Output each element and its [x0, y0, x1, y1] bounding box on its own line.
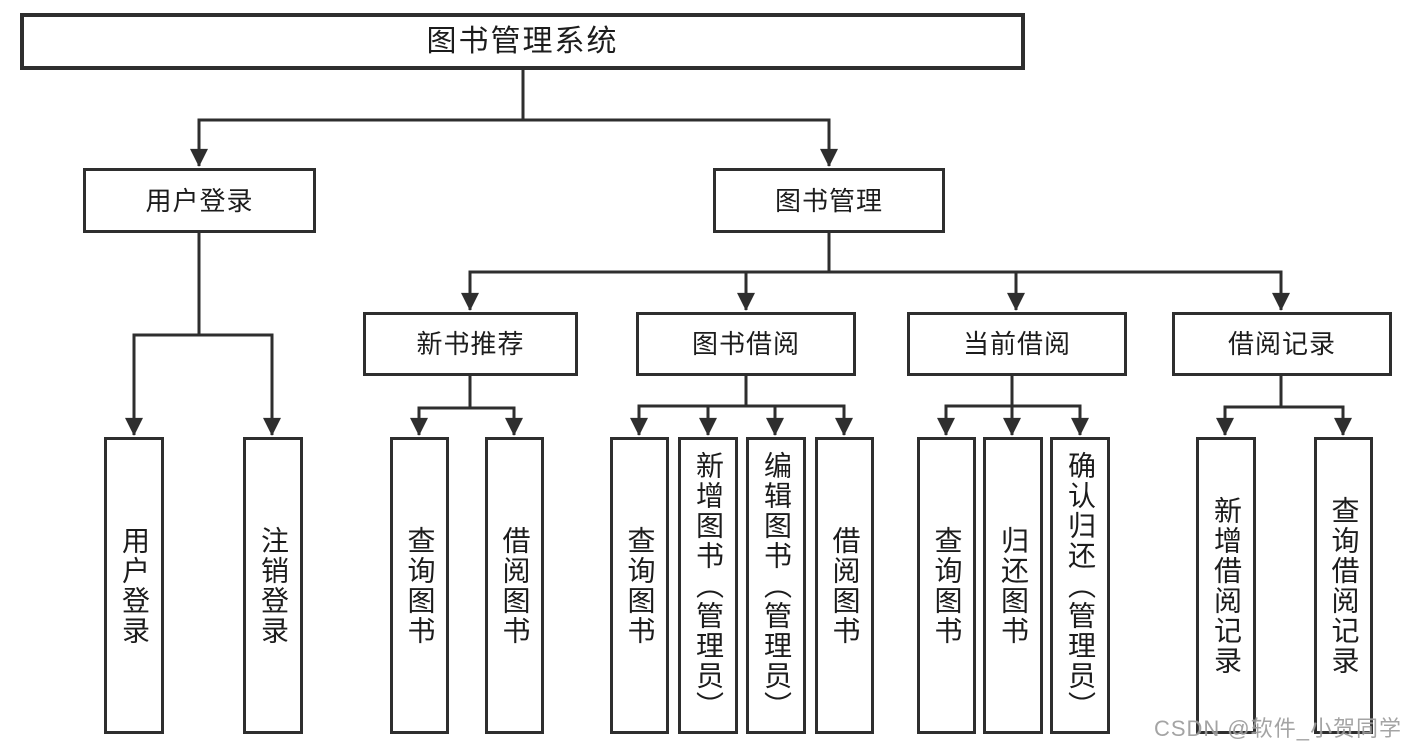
leaf-return-books-label: 归还图书: [998, 525, 1029, 646]
node-root: 图书管理系统: [20, 13, 1025, 70]
leaf-borrow-books-borrowing: 借阅图书: [815, 437, 874, 734]
leaf-borrow-books-borrowing-label: 借阅图书: [829, 525, 861, 646]
node-root-label: 图书管理系统: [426, 24, 619, 58]
node-book-management-label: 图书管理: [774, 185, 883, 216]
node-new-book-recommend-label: 新书推荐: [416, 329, 525, 359]
leaf-edit-books-label: 编辑图书（管理员）: [761, 450, 792, 721]
leaf-query-borrow-record: 查询借阅记录: [1314, 437, 1373, 734]
leaf-return-books: 归还图书: [983, 437, 1043, 734]
leaf-query-books-current: 查询图书: [917, 437, 976, 734]
node-current-borrowing: 当前借阅: [907, 312, 1127, 376]
leaf-logout: 注销登录: [243, 437, 303, 734]
leaf-query-books-current-label: 查询图书: [931, 525, 963, 646]
leaf-add-books-label: 新增图书（管理员）: [693, 450, 724, 721]
leaf-query-books-borrowing-label: 查询图书: [624, 525, 656, 646]
leaf-query-borrow-record-label: 查询借阅记录: [1328, 495, 1360, 676]
node-user-login-label: 用户登录: [145, 185, 254, 216]
leaf-edit-books: 编辑图书（管理员）: [746, 437, 806, 734]
leaf-add-borrow-record-label: 新增借阅记录: [1211, 495, 1242, 676]
leaf-query-books-recommend: 查询图书: [390, 437, 449, 734]
leaf-query-books-borrowing: 查询图书: [610, 437, 669, 734]
leaf-user-login: 用户登录: [104, 437, 164, 734]
node-borrowing-records-label: 借阅记录: [1227, 329, 1336, 359]
leaf-borrow-books-recommend-label: 借阅图书: [499, 525, 531, 646]
node-user-login: 用户登录: [83, 168, 316, 233]
leaf-confirm-return-label: 确认归还（管理员）: [1065, 450, 1096, 721]
leaf-add-borrow-record: 新增借阅记录: [1196, 437, 1256, 734]
node-new-book-recommend: 新书推荐: [363, 312, 578, 376]
node-borrowing-records: 借阅记录: [1172, 312, 1392, 376]
leaf-user-login-label: 用户登录: [119, 525, 150, 646]
leaf-confirm-return: 确认归还（管理员）: [1050, 437, 1110, 734]
node-book-borrowing-label: 图书借阅: [691, 329, 800, 359]
node-book-management: 图书管理: [713, 168, 945, 233]
node-current-borrowing-label: 当前借阅: [962, 329, 1071, 359]
leaf-query-books-recommend-label: 查询图书: [404, 525, 436, 646]
leaf-add-books: 新增图书（管理员）: [678, 437, 738, 734]
leaf-borrow-books-recommend: 借阅图书: [485, 437, 544, 734]
leaf-logout-label: 注销登录: [258, 525, 289, 646]
node-book-borrowing: 图书借阅: [636, 312, 856, 376]
watermark: CSDN @软件_小贺同学: [1153, 716, 1402, 741]
